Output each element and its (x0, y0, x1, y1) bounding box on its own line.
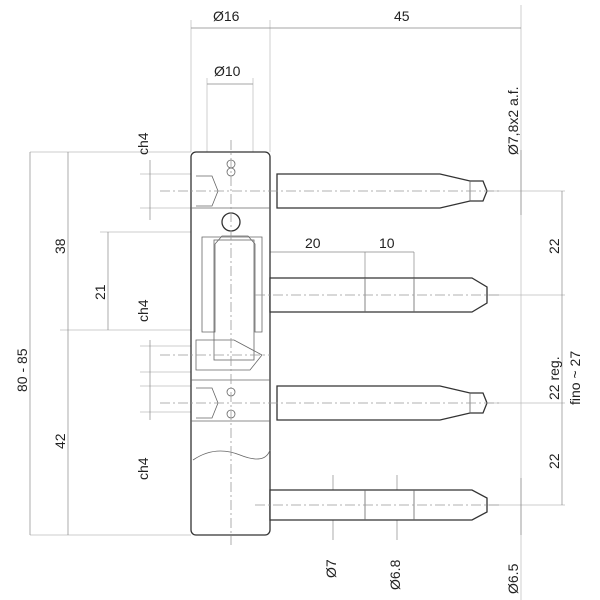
dim-22-reg: 22 reg. (546, 356, 562, 400)
dim-ch4-top: ch4 (135, 132, 151, 155)
dim-10: 10 (379, 235, 395, 251)
hinge-pins (269, 173, 488, 521)
dimension-labels: Ø16 45 Ø10 20 10 ch4 ch4 ch4 38 21 80 - … (14, 8, 583, 594)
dim-80-85: 80 - 85 (14, 348, 30, 392)
dim-22-top: 22 (546, 238, 562, 254)
dimension-lines (29, 27, 563, 540)
dim-20: 20 (305, 235, 321, 251)
dim-45: 45 (394, 8, 410, 24)
dim-d7: Ø7 (323, 559, 339, 578)
dim-d65: Ø6.5 (505, 563, 521, 594)
dim-ch4-bot: ch4 (135, 457, 151, 480)
dim-38: 38 (52, 238, 68, 254)
dim-22-bot: 22 (546, 453, 562, 469)
dim-fino-27: fino ~ 27 (567, 351, 583, 405)
hinge-body (190, 151, 271, 536)
dim-d10: Ø10 (214, 63, 241, 79)
dim-ch4-mid: ch4 (135, 299, 151, 322)
dim-42: 42 (52, 433, 68, 449)
dim-21: 21 (92, 284, 108, 300)
center-lines (160, 140, 500, 545)
dim-d78-af: Ø7,8x2 a.f. (505, 87, 521, 155)
dim-d16: Ø16 (213, 8, 240, 24)
dim-d68: Ø6.8 (387, 559, 403, 590)
